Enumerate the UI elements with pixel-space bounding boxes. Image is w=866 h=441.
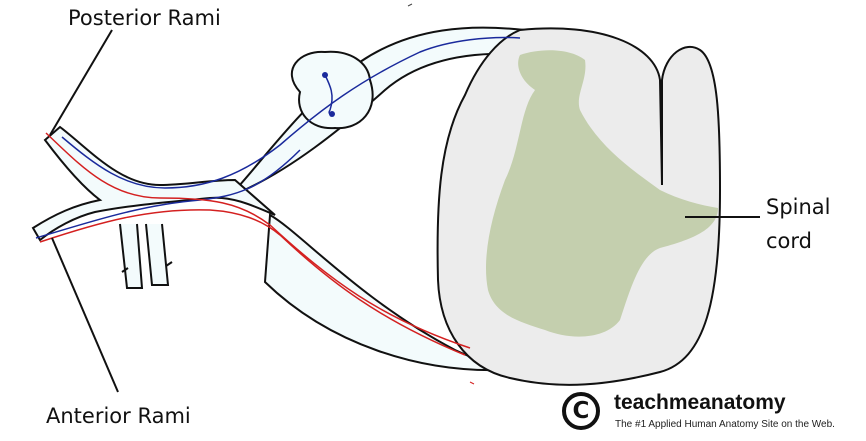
spinal-cord-label: Spinal cord — [766, 190, 831, 258]
stray-mark — [408, 4, 412, 6]
spinal-cord-label-line: Spinal — [766, 190, 831, 224]
sensory-node — [329, 111, 335, 117]
logo-tagline: The #1 Applied Human Anatomy Site on the… — [615, 419, 835, 430]
stray-mark — [470, 382, 474, 384]
spinal-cord-label-line: cord — [766, 224, 831, 258]
teachmeanatomy-logo: C teachmeanatomy The #1 Applied Human An… — [562, 392, 862, 438]
ramus-communicans-1 — [120, 224, 142, 288]
posterior-rami-leader — [50, 30, 112, 135]
posterior-rami-label: Posterior Rami — [68, 6, 221, 31]
sensory-node — [322, 72, 328, 78]
anterior-rami-label: Anterior Rami — [46, 404, 191, 429]
anterior-rami-leader — [52, 238, 118, 392]
logo-brand: teachmeanatomy — [614, 391, 786, 415]
copyright-icon: C — [562, 392, 600, 430]
ramus-communicans-2 — [146, 224, 168, 285]
